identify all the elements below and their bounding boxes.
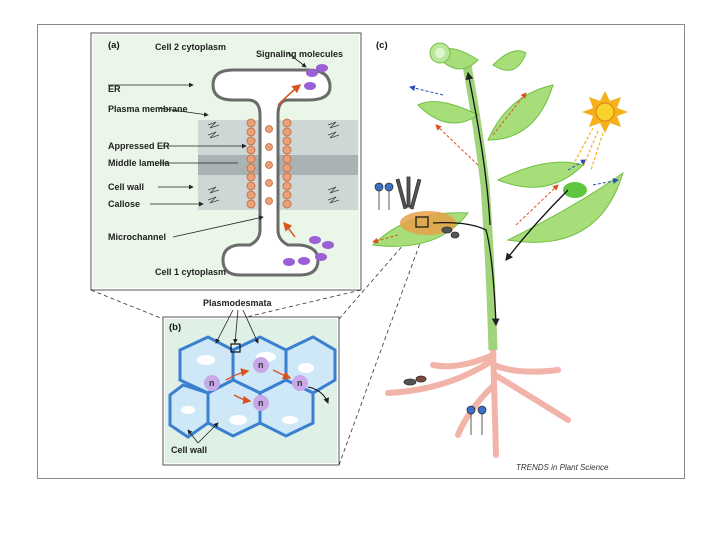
plasmodesma-highlight-box	[230, 343, 241, 353]
signaling-molecules	[283, 64, 334, 266]
nucleus-label-4: n	[258, 398, 264, 408]
pathogen-icons	[374, 176, 487, 435]
plasmodesma-zoom-box	[415, 216, 429, 228]
label-cell-wall-a: Cell wall	[108, 182, 144, 192]
label-microchannel: Microchannel	[108, 232, 166, 242]
label-callose: Callose	[108, 199, 140, 209]
label-plasma-membrane: Plasma membrane	[108, 104, 188, 114]
panel-c: (c)	[371, 40, 628, 458]
panel-b-tag: (b)	[169, 322, 181, 333]
label-er: ER	[108, 84, 121, 94]
nucleus-label-1: n	[258, 360, 264, 370]
nucleus-label-3: n	[297, 378, 303, 388]
appressed-er-coils	[246, 118, 292, 209]
label-plasmodesmata: Plasmodesmata	[203, 298, 273, 308]
label-cell1-cytoplasm: Cell 1 cytoplasm	[155, 267, 226, 277]
label-cell-wall-b: Cell wall	[171, 445, 207, 455]
panel-c-tag: (c)	[376, 40, 388, 51]
panel-b: n n n n Plasmodesmata (b) Cell wall	[162, 298, 340, 466]
figure-canvas: (a) Cell 2 cytoplasm Signaling molecules…	[90, 32, 628, 472]
label-appressed-er: Appressed ER	[108, 141, 170, 151]
nucleus-label-2: n	[209, 378, 215, 388]
credit-text: TRENDS in Plant Science	[516, 463, 609, 472]
label-signaling-molecules: Signaling molecules	[256, 49, 343, 59]
panel-a: (a) Cell 2 cytoplasm Signaling molecules…	[90, 32, 362, 291]
label-cell2-cytoplasm: Cell 2 cytoplasm	[155, 42, 226, 52]
figure-frame: (a) Cell 2 cytoplasm Signaling molecules…	[37, 24, 685, 479]
sun-icon	[572, 91, 628, 171]
zoom-connectors-ab	[90, 289, 362, 320]
label-middle-lamella: Middle lamella	[108, 158, 171, 168]
panel-a-tag: (a)	[108, 40, 120, 51]
